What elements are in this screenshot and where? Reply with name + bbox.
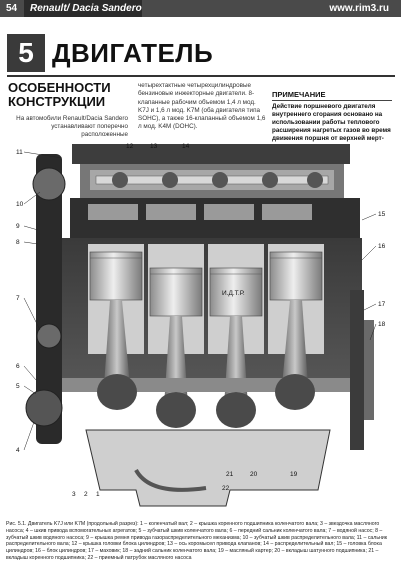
site-url: www.rim3.ru bbox=[329, 3, 389, 14]
cylinder-head bbox=[70, 198, 360, 238]
callout-20: 20 bbox=[250, 471, 258, 478]
callout-13: 13 bbox=[150, 143, 158, 150]
callout-8: 8 bbox=[16, 239, 20, 246]
callout-22: 22 bbox=[222, 485, 230, 492]
callout-1: 1 bbox=[96, 491, 100, 498]
brand-label: Renault/ Dacia Sandero bbox=[24, 0, 142, 17]
callout-6: 6 bbox=[16, 363, 20, 370]
callout-4: 4 bbox=[16, 447, 20, 454]
page-header: 54 Renault/ Dacia Sandero www.rim3.ru bbox=[0, 0, 401, 17]
note-heading: ПРИМЕЧАНИЕ bbox=[272, 90, 392, 101]
connecting-rods bbox=[104, 300, 308, 406]
cylinder-head-cover bbox=[72, 144, 350, 198]
note-text: Действие поршневого двигателя внутреннег… bbox=[272, 103, 391, 142]
callout-12: 12 bbox=[126, 143, 134, 150]
timing-cover bbox=[25, 154, 66, 444]
engine-cutaway-figure: И.Д.Т.Р. 11 10 9 8 7 6 5 4 bbox=[16, 143, 386, 507]
intro-text-middle: четырехтактные четырехцилиндровые бензин… bbox=[138, 82, 266, 131]
chapter-number: 5 bbox=[7, 34, 45, 72]
callout-10: 10 bbox=[16, 201, 24, 208]
callout-17: 17 bbox=[378, 301, 386, 308]
camshaft-assembly bbox=[95, 172, 329, 188]
callout-15: 15 bbox=[378, 211, 386, 218]
figure-callouts: 11 10 9 8 7 6 5 4 3 2 1 12 13 14 15 16 1… bbox=[16, 143, 386, 498]
intro-text-left: На автомобили Renault/Dacia Sandero уста… bbox=[16, 115, 128, 138]
title-divider bbox=[7, 75, 395, 77]
callout-18: 18 bbox=[378, 321, 386, 328]
piston-marking: И.Д.Т.Р. bbox=[222, 290, 245, 297]
figure-caption: Рис. 5.1. Двигатель K7J или K7M (продоль… bbox=[6, 521, 388, 561]
crankshaft bbox=[60, 374, 350, 428]
note-box: ПРИМЕЧАНИЕ Действие поршневого двигателя… bbox=[272, 90, 392, 143]
callout-2: 2 bbox=[84, 491, 88, 498]
flywheel bbox=[350, 290, 374, 450]
callout-16: 16 bbox=[378, 243, 386, 250]
callout-21: 21 bbox=[226, 471, 234, 478]
callout-14: 14 bbox=[182, 143, 190, 150]
page-number: 54 bbox=[6, 3, 18, 14]
callout-9: 9 bbox=[16, 223, 20, 230]
chapter-title: ДВИГАТЕЛЬ bbox=[52, 38, 214, 68]
oil-sump bbox=[85, 429, 331, 507]
callout-leaders bbox=[23, 151, 377, 451]
callout-5: 5 bbox=[16, 383, 20, 390]
callout-19: 19 bbox=[290, 471, 298, 478]
callout-7: 7 bbox=[16, 295, 20, 302]
pistons bbox=[89, 251, 323, 317]
section-title: ОСОБЕННОСТИ КОНСТРУКЦИИ bbox=[8, 80, 111, 109]
callout-3: 3 bbox=[72, 491, 76, 498]
callout-11: 11 bbox=[16, 149, 23, 156]
